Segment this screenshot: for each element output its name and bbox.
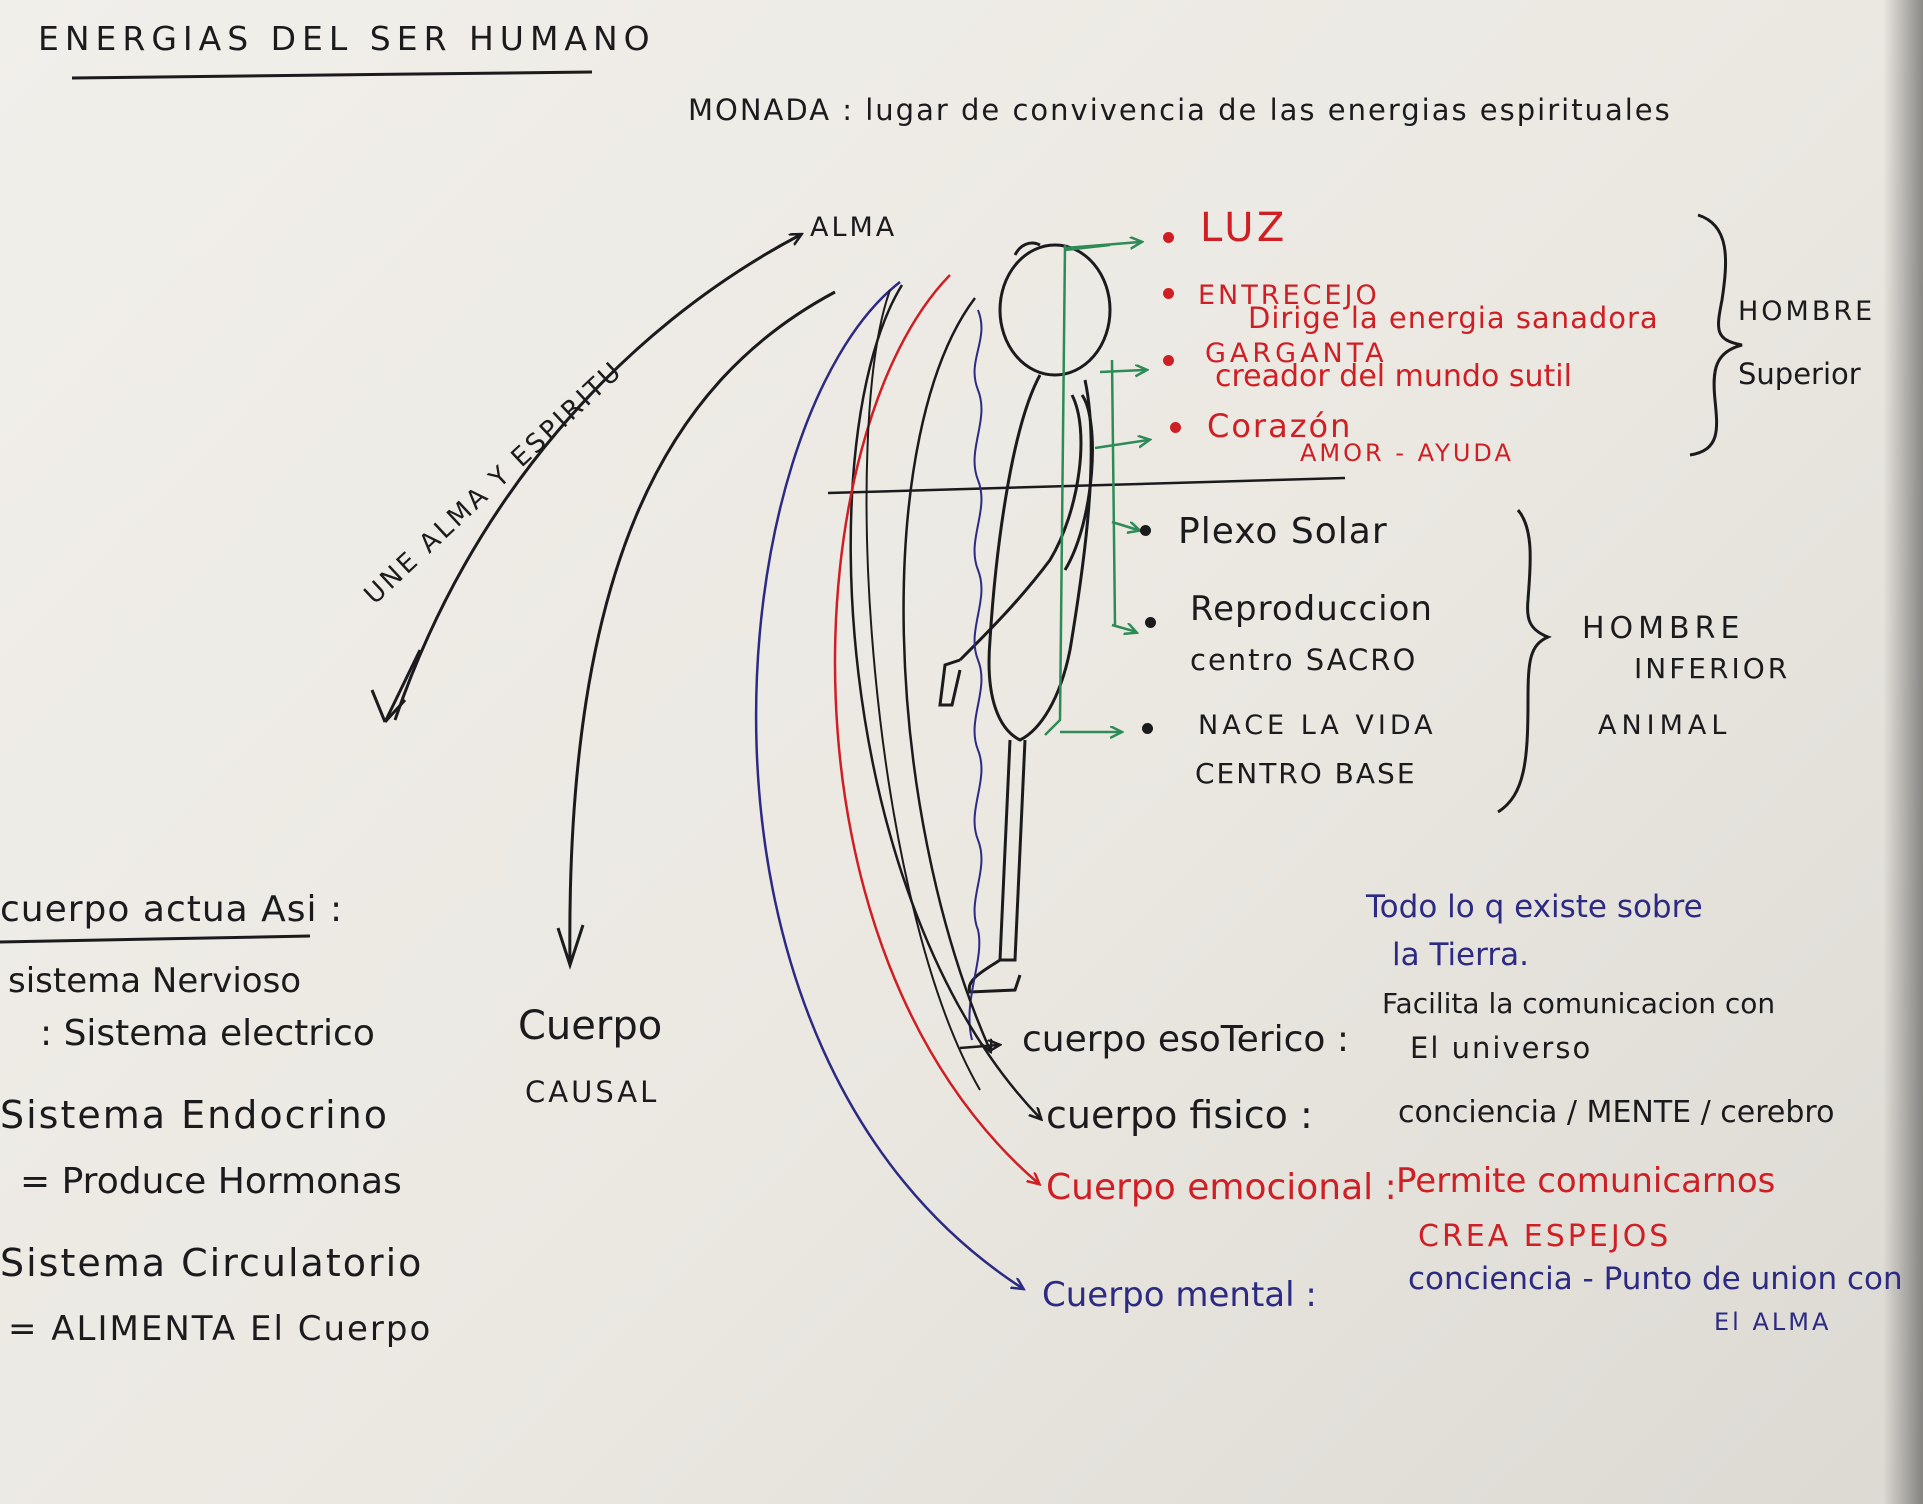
center-desc-entrecejo: Dirige la energia sanadora — [1248, 301, 1659, 335]
arc-cuerpo-mental — [754, 281, 1022, 1288]
causal-label-1: Cuerpo — [518, 1003, 663, 1049]
center-label-entrecejo: ENTRECEJO — [1198, 280, 1380, 311]
body-desc2-mental: El ALMA — [1714, 1308, 1832, 1336]
body-desc-fisico: conciencia / MENTE / cerebro — [1398, 1095, 1835, 1130]
center-desc-garganta: creador del mundo sutil — [1215, 359, 1572, 394]
todo-note-line-1: Todo lo q existe sobre — [1366, 889, 1703, 925]
left-item-2-line-1: Sistema Endocrino — [0, 1093, 390, 1137]
page-title: ENERGIAS DEL SER HUMANO — [38, 19, 656, 58]
group-label-hombre-inferior-1: HOMBRE — [1582, 611, 1745, 646]
todo-note-line-2: la Tierra. — [1392, 937, 1529, 973]
left-item-1-line-1: sistema Nervioso — [8, 961, 302, 1001]
arrow-causal-head — [556, 924, 585, 970]
left-item-2-line-2: = Produce Hormonas — [20, 1161, 402, 1202]
energy-wave-line — [968, 309, 983, 1041]
body-name-esoterico: cuerpo esoTerico : — [1022, 1019, 1350, 1060]
left-item-1-line-2: : Sistema electrico — [40, 1013, 375, 1054]
center-dot-nace-la-vida — [1142, 723, 1153, 734]
left-title-underline — [0, 934, 311, 944]
arc-cuerpo-emocional — [833, 274, 1038, 1183]
group-label-hombre-superior-2: Superior — [1738, 357, 1861, 391]
center-label-plexo-solar: Plexo Solar — [1178, 511, 1388, 552]
center-dot-garganta — [1163, 355, 1174, 366]
arrow-esoterico-head — [959, 1045, 998, 1048]
alma-label: ALMA — [810, 212, 898, 243]
arc-cuerpo-esoterico — [902, 297, 990, 1050]
center-label-corazon: Corazón — [1207, 407, 1353, 445]
title-underline — [71, 70, 593, 80]
center-label-nace-la-vida: NACE LA VIDA — [1198, 710, 1437, 741]
arrow-une-down — [370, 649, 422, 724]
monada-definition: MONADA : lugar de convivencia de las ene… — [688, 93, 1672, 127]
green-energy-channel — [1044, 242, 1148, 735]
page-edge-shadow — [1883, 0, 1923, 1504]
left-title: cuerpo actua Asi : — [0, 889, 344, 930]
brace-hombre-superior — [1689, 213, 1743, 457]
human-figure — [938, 241, 1112, 994]
body-desc2-esoterico: El universo — [1410, 1031, 1593, 1065]
group-label-hombre-superior-1: HOMBRE — [1738, 296, 1876, 327]
group-label-hombre-inferior-3: ANIMAL — [1598, 710, 1732, 741]
arc-to-alma — [393, 235, 800, 721]
body-name-fisico: cuerpo fisico : — [1046, 1093, 1313, 1137]
center-dot-plexo-solar — [1140, 525, 1151, 536]
body-name-emocional: Cuerpo emocional : — [1046, 1167, 1397, 1208]
center-desc-reproduccion: centro SACRO — [1190, 643, 1418, 677]
body-desc-esoterico: Facilita la comunicacion con — [1382, 987, 1776, 1020]
left-item-3-line-2: = ALIMENTA El Cuerpo — [8, 1309, 433, 1349]
center-dot-entrecejo — [1163, 288, 1174, 299]
center-desc-corazon: AMOR - AYUDA — [1300, 439, 1514, 467]
body-desc2-emocional: CREA ESPEJOS — [1418, 1219, 1672, 1254]
center-label-luz: LUZ — [1200, 205, 1289, 251]
center-label-garganta: GARGANTA — [1205, 338, 1388, 369]
brace-hombre-inferior — [1497, 509, 1552, 814]
body-desc-emocional: Permite comunicarnos — [1396, 1161, 1776, 1201]
center-dot-corazon — [1170, 422, 1181, 433]
arc-to-causal — [568, 290, 836, 966]
body-desc-mental: conciencia - Punto de union con — [1408, 1261, 1903, 1297]
left-item-3-line-1: Sistema Circulatorio — [0, 1241, 424, 1285]
upper-lower-divider — [827, 476, 1346, 495]
center-dot-reproduccion — [1145, 617, 1156, 628]
group-label-hombre-inferior-2: INFERIOR — [1634, 652, 1791, 685]
center-dot-luz — [1163, 232, 1174, 243]
arc-cuerpo-fisico — [849, 284, 1040, 1118]
center-desc-nace-la-vida: CENTRO BASE — [1195, 757, 1417, 790]
causal-label-2: CAUSAL — [525, 1075, 660, 1109]
body-name-mental: Cuerpo mental : — [1042, 1275, 1317, 1315]
arc-inner — [865, 289, 981, 1091]
center-label-reproduccion: Reproduccion — [1190, 589, 1433, 629]
